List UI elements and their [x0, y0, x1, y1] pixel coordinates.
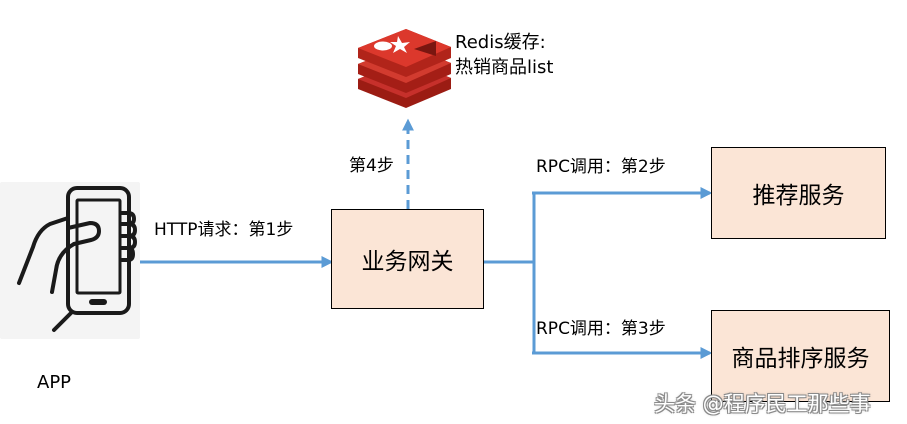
rpc-recommend-label: RPC调用：第2步 [536, 157, 666, 177]
product-sort-service-node: 商品排序服务 [711, 310, 890, 402]
redis-caption-line2: 热销商品list [455, 57, 554, 78]
recommend-service-label: 推荐服务 [752, 183, 845, 209]
redis-logo-icon [358, 29, 451, 108]
recommend-service-node: 推荐服务 [711, 147, 886, 239]
watermark-text: 头条 @程序民工那些事 [654, 392, 871, 416]
redis-cache-caption: Redis缓存: 热销商品list [455, 30, 553, 80]
app-label: APP [37, 372, 72, 393]
rpc-sort-label: RPC调用：第3步 [536, 319, 666, 339]
product-sort-service-label: 商品排序服务 [731, 346, 870, 372]
step4-label: 第4步 [349, 156, 394, 176]
http-request-label: HTTP请求：第1步 [154, 220, 294, 240]
phone-icon [17, 186, 137, 332]
gateway-node: 业务网关 [331, 209, 484, 309]
redis-caption-line1: Redis缓存: [455, 32, 546, 53]
gateway-label: 业务网关 [361, 249, 454, 275]
